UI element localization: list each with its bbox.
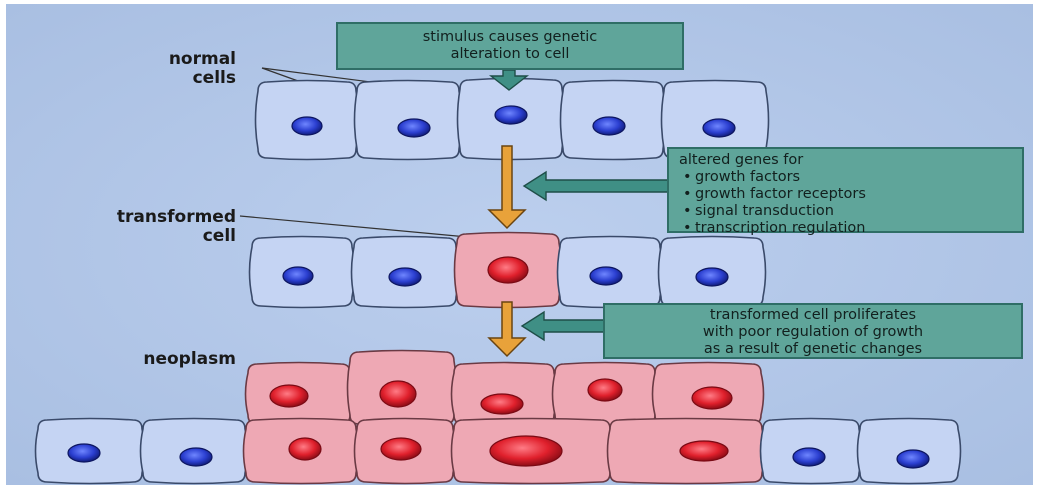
red-nucleus xyxy=(381,438,421,460)
abnormal-cell xyxy=(355,419,456,484)
proliferation-note-line-3: as a result of genetic changes xyxy=(605,341,1021,358)
abnormal-cell xyxy=(246,363,353,426)
proliferation-note-line-2: with poor regulation of growth xyxy=(605,324,1021,341)
proliferation-note: transformed cell proliferates with poor … xyxy=(603,303,1023,359)
proliferation-note-line-1: transformed cell proliferates xyxy=(605,307,1021,324)
red-nucleus xyxy=(680,441,728,461)
abnormal-cell xyxy=(244,419,359,484)
abnormal-cell xyxy=(452,363,557,426)
blue-nucleus xyxy=(696,268,728,286)
blue-nucleus xyxy=(68,444,100,462)
normal-cell xyxy=(36,419,145,484)
blue-nucleus xyxy=(590,267,622,285)
altered-gene-item: growth factor receptors xyxy=(695,186,1022,203)
normal-cell xyxy=(558,237,663,308)
normal-cell xyxy=(256,81,359,160)
red-nucleus xyxy=(692,387,732,409)
normal-cell xyxy=(355,81,462,160)
altered-genes-note: altered genes for growth factors growth … xyxy=(667,147,1024,233)
blue-nucleus xyxy=(398,119,430,137)
abnormal-cell xyxy=(455,233,562,308)
abnormal-cell xyxy=(348,351,457,426)
normal-cell xyxy=(561,81,666,160)
stimulus-note-line-2: alteration to cell xyxy=(338,46,682,63)
red-nucleus xyxy=(289,438,321,460)
stimulus-note-line-1: stimulus causes genetic xyxy=(338,29,682,46)
abnormal-cell xyxy=(653,363,764,426)
abnormal-cell xyxy=(608,419,765,484)
normal-cell xyxy=(352,237,459,308)
neoplasm-label: neoplasm xyxy=(96,350,236,369)
normal-cell xyxy=(141,419,248,484)
red-nucleus xyxy=(588,379,622,401)
blue-nucleus xyxy=(897,450,929,468)
blue-nucleus xyxy=(703,119,735,137)
red-nucleus xyxy=(270,385,308,407)
normal-cell xyxy=(659,237,766,308)
blue-nucleus xyxy=(389,268,421,286)
normal-cell xyxy=(250,237,355,308)
altered-gene-item: transcription regulation xyxy=(695,220,1022,237)
normal-cell xyxy=(761,419,862,484)
normal-cell xyxy=(858,419,961,484)
blue-nucleus xyxy=(283,267,313,285)
altered-genes-heading: altered genes for xyxy=(679,152,1022,169)
blue-nucleus xyxy=(292,117,322,135)
stimulus-note: stimulus causes genetic alteration to ce… xyxy=(336,22,684,70)
abnormal-cell xyxy=(452,419,613,484)
red-nucleus xyxy=(488,257,528,283)
altered-gene-item: growth factors xyxy=(695,169,1022,186)
red-nucleus xyxy=(380,381,416,407)
red-nucleus xyxy=(490,436,562,466)
transformed-cell-label: transformed cell xyxy=(96,208,236,246)
blue-nucleus xyxy=(180,448,212,466)
blue-nucleus xyxy=(793,448,825,466)
altered-gene-item: signal transduction xyxy=(695,203,1022,220)
blue-nucleus xyxy=(495,106,527,124)
altered-genes-list: growth factors growth factor receptors s… xyxy=(679,169,1022,237)
red-nucleus xyxy=(481,394,523,414)
blue-nucleus xyxy=(593,117,625,135)
normal-cells-label: normal cells xyxy=(96,50,236,88)
abnormal-cell xyxy=(553,363,658,426)
